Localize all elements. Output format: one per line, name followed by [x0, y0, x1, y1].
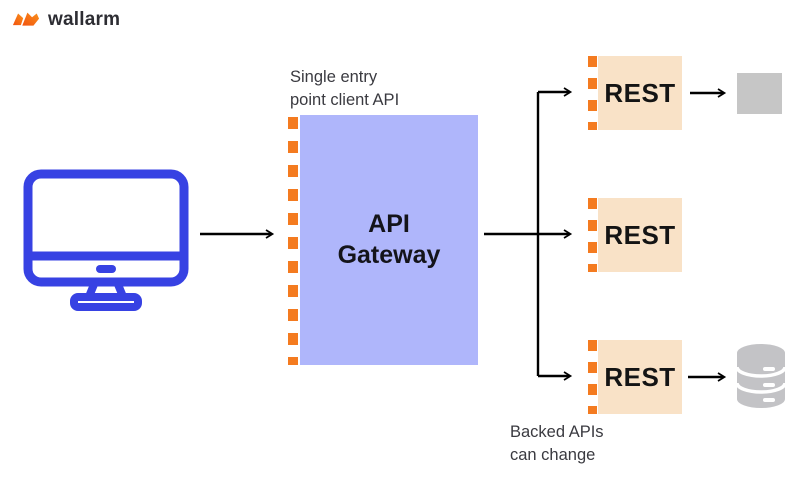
desktop-monitor-icon: [23, 169, 189, 311]
backend-annotation-line2: can change: [510, 446, 596, 464]
brand-logo: wallarm: [12, 9, 120, 31]
rest-service-1: REST: [598, 56, 682, 130]
api-gateway-box: API Gateway: [300, 115, 478, 365]
gateway-annotation-line2: point client API: [290, 91, 400, 109]
gateway-annotation: Single entry point client API: [290, 66, 399, 112]
wallarm-logo-icon: [12, 12, 40, 26]
gateway-label-line2: Gateway: [337, 241, 441, 269]
rest-3-dashed-border: [588, 340, 597, 414]
gateway-annotation-line1: Single entry: [290, 68, 378, 86]
gateway-label-line1: API: [368, 210, 410, 238]
brand-name: wallarm: [48, 9, 121, 30]
rest-2-label: REST: [604, 219, 676, 250]
rest-service-3: REST: [598, 340, 682, 414]
rest-1-label: REST: [604, 77, 676, 108]
rest-service-2: REST: [598, 198, 682, 272]
rest-1-dashed-border: [588, 56, 597, 130]
backend-target-square: [737, 73, 782, 114]
backend-annotation: Backed APIs can change: [510, 421, 604, 467]
database-icon: [735, 344, 787, 408]
rest-3-label: REST: [604, 361, 676, 392]
gateway-dashed-border: [288, 117, 298, 365]
rest-2-dashed-border: [588, 198, 597, 272]
backend-annotation-line1: Backed APIs: [510, 423, 604, 441]
